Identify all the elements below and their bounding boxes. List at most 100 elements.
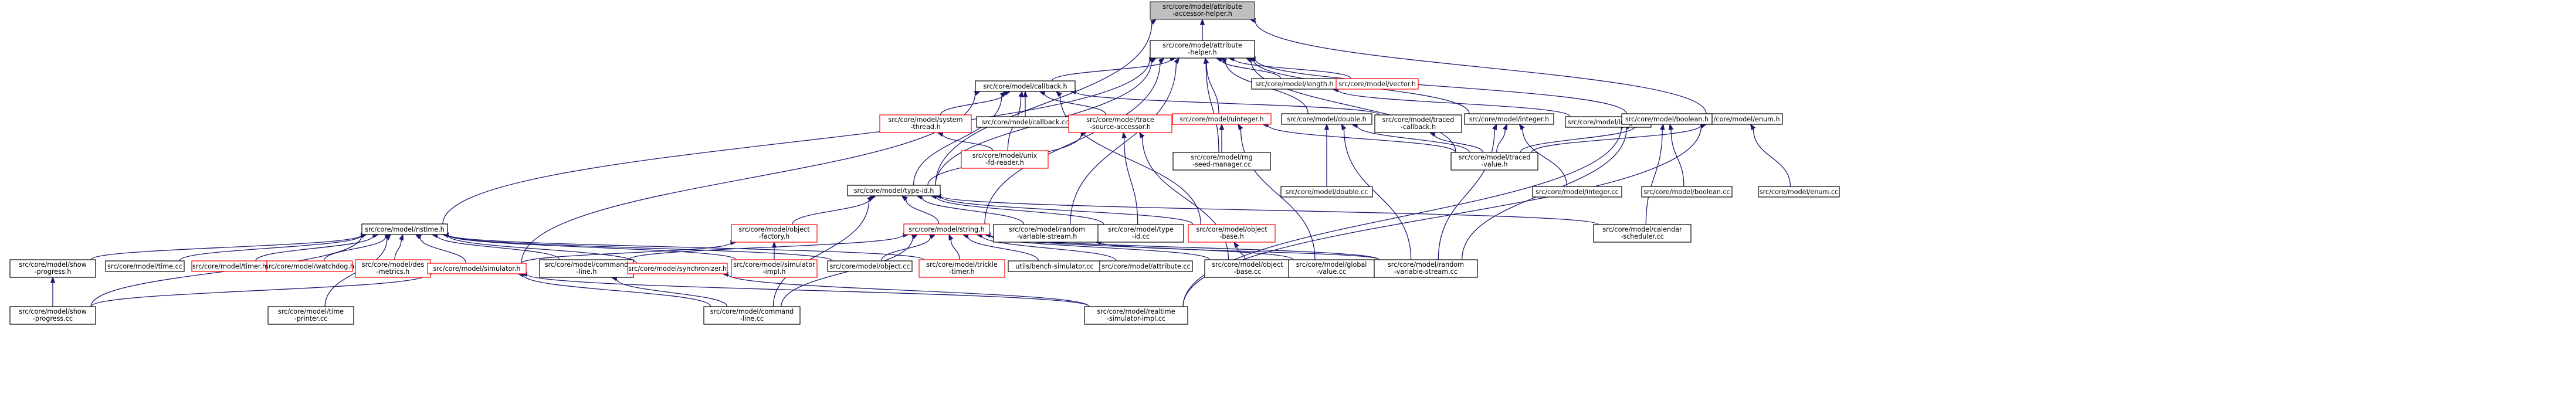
node-label-line: src/core/model/simulator.h: [433, 265, 520, 273]
arrowhead: [1199, 18, 1205, 25]
node-label-line: src/core/model/trickle: [926, 261, 998, 269]
node-box: [1188, 224, 1276, 243]
node-calendar-sched[interactable]: src/core/model/calendar-scheduler.cc: [1593, 224, 1692, 243]
arrowhead: [1138, 131, 1145, 139]
node-label-line: -printer.cc: [294, 315, 328, 322]
node-time-printer[interactable]: src/core/model/time-printer.cc: [267, 306, 354, 325]
node-command-line-cc[interactable]: src/core/model/command-line.cc: [703, 306, 801, 325]
node-length-h[interactable]: src/core/model/length.h: [1251, 78, 1338, 90]
node-realtime-impl[interactable]: src/core/model/realtime-simulator-impl.c…: [1084, 306, 1188, 325]
node-callback-cc[interactable]: src/core/model/callback.cc: [976, 116, 1075, 128]
node-rng-seed[interactable]: src/core/model/rng-seed-manager.cc: [1172, 152, 1271, 171]
node-type-id-cc[interactable]: src/core/model/type-id.cc: [1097, 224, 1184, 243]
edge-trickle-timer-to-nstime-h: [448, 234, 924, 260]
node-random-stream-cc[interactable]: src/core/model/random-variable-stream.cc: [1374, 259, 1478, 278]
node-object-base-h[interactable]: src/core/model/object-base.h: [1188, 224, 1276, 243]
edge-object-cc-to-string-h: [881, 236, 931, 261]
node-label-line: src/core/model/attribute: [1162, 3, 1242, 11]
node-label-line: -variable-stream.cc: [1394, 268, 1458, 276]
node-label-line: src/core/model/des: [362, 261, 425, 269]
node-label-line: -base.h: [1219, 233, 1243, 240]
arrowhead: [1700, 124, 1707, 129]
node-attribute-cc[interactable]: src/core/model/attribute.cc: [1099, 260, 1193, 272]
node-label-line: src/core/model/timer.h: [192, 263, 266, 270]
node-label-line: src/core/model/object: [1212, 261, 1283, 269]
node-label-line: -accessor-helper.h: [1172, 10, 1232, 18]
node-label-line: src/core/model/type-id.h: [854, 187, 934, 195]
node-callback-h[interactable]: src/core/model/callback.h: [975, 80, 1076, 92]
node-attrhelper[interactable]: src/core/model/attribute-helper.h: [1150, 40, 1255, 59]
node-unix-fd[interactable]: src/core/model/unix-fd-reader.h: [961, 150, 1049, 169]
edge-boolean-cc-to-boolean-h: [1670, 129, 1684, 187]
node-enum-cc[interactable]: src/core/model/enum.cc: [1758, 186, 1840, 198]
node-trace-source[interactable]: src/core/model/trace-source-accessor.h: [1068, 114, 1172, 133]
node-random-stream-h[interactable]: src/core/model/random-variable-stream.h: [993, 224, 1101, 243]
node-box: [993, 224, 1101, 243]
node-system-thread[interactable]: src/core/model/system-thread.h: [879, 114, 972, 133]
node-nstime-h[interactable]: src/core/model/nstime.h: [361, 223, 448, 235]
node-box: [1097, 224, 1184, 243]
node-double-h[interactable]: src/core/model/double.h: [1281, 113, 1372, 125]
arrowhead: [50, 276, 56, 283]
node-label-line: src/core/model/object: [738, 226, 810, 233]
node-vector-h[interactable]: src/core/model/vector.h: [1336, 78, 1419, 90]
node-simulator-h[interactable]: src/core/model/simulator.h: [427, 263, 527, 274]
edge-trickle-timer-to-string-h: [950, 239, 960, 260]
node-label-line: src/core/model/type: [1108, 226, 1174, 233]
arrowhead: [948, 233, 954, 241]
node-time-cc[interactable]: src/core/model/time.cc: [105, 260, 185, 272]
arrowhead: [1669, 123, 1674, 131]
edge-global-value-cc-to-uinteger-h: [1240, 128, 1316, 260]
node-string-h[interactable]: src/core/model/string.h: [903, 223, 990, 235]
node-global-value-cc[interactable]: src/core/model/global-value.cc: [1288, 259, 1375, 278]
edge-calendar-sched-to-type-id: [940, 195, 1599, 225]
node-label-line: src/core/model/random: [1009, 226, 1085, 233]
edge-boolean-h-to-attrhelper: [1255, 59, 1627, 114]
node-box: [703, 306, 801, 325]
node-uinteger-h[interactable]: src/core/model/uinteger.h: [1172, 113, 1272, 125]
node-boolean-cc[interactable]: src/core/model/boolean.cc: [1641, 186, 1733, 198]
node-command-line-h[interactable]: src/core/model/command-line.h: [539, 259, 634, 278]
arrowhead: [1204, 57, 1209, 64]
edge-traced-value-to-boolean-h: [1520, 125, 1636, 153]
node-enum-h[interactable]: src/core/model/enum.h: [1701, 113, 1783, 125]
node-synchronizer-h[interactable]: src/core/model/synchronizer.h: [627, 263, 728, 274]
node-simulator-impl[interactable]: src/core/model/simulator-impl.h: [731, 259, 818, 278]
node-timer-h[interactable]: src/core/model/timer.h: [191, 260, 267, 272]
node-show-progress-cc[interactable]: src/core/model/show-progress.cc: [9, 306, 96, 325]
arrowhead: [999, 91, 1006, 97]
node-box: [9, 306, 96, 325]
edge-string-h-to-attrhelper: [984, 62, 1161, 225]
node-box: [1288, 259, 1375, 278]
node-label-line: src/core/model/integer.cc: [1536, 188, 1619, 196]
node-traced-callback[interactable]: src/core/model/traced-callback.h: [1374, 114, 1462, 133]
node-show-progress-h[interactable]: src/core/model/show-progress.h: [9, 259, 96, 278]
node-object-base-cc[interactable]: src/core/model/object-base.cc: [1204, 259, 1291, 278]
node-label-line: -factory.h: [759, 233, 789, 240]
node-label-line: -source-accessor.h: [1090, 123, 1151, 131]
node-label-line: -fd-reader.h: [985, 159, 1023, 167]
node-object-factory[interactable]: src/core/model/object-factory.h: [731, 224, 818, 243]
edge-command-line-cc-to-string-h: [781, 237, 913, 307]
node-box: [267, 306, 354, 325]
node-watchdog-h[interactable]: src/core/model/watchdog.h: [265, 260, 354, 272]
arrowhead: [1341, 123, 1347, 131]
node-object-cc[interactable]: src/core/model/object.cc: [827, 260, 913, 272]
node-boolean-h[interactable]: src/core/model/boolean.h: [1621, 113, 1713, 125]
node-bench-sim[interactable]: utils/bench-simulator.cc: [1008, 260, 1101, 272]
node-integer-h[interactable]: src/core/model/integer.h: [1464, 113, 1554, 125]
node-type-id[interactable]: src/core/model/type-id.h: [847, 185, 941, 196]
node-label-line: src/core/model/show: [19, 308, 87, 315]
arrowhead: [771, 241, 777, 248]
node-trickle-timer[interactable]: src/core/model/trickle-timer.h: [918, 259, 1005, 278]
node-root[interactable]: src/core/model/attribute-accessor-helper…: [1150, 1, 1255, 20]
node-label-line: src/core/model/command: [710, 308, 794, 315]
node-label-line: -line.h: [577, 268, 597, 276]
node-label-line: src/core/model/enum.cc: [1760, 188, 1839, 196]
node-des-metrics[interactable]: src/core/model/des-metrics.h: [355, 259, 431, 278]
node-label-line: src/core/model/synchronizer.h: [628, 265, 727, 273]
node-double-cc[interactable]: src/core/model/double.cc: [1280, 186, 1373, 198]
node-integer-cc[interactable]: src/core/model/integer.cc: [1532, 186, 1622, 198]
node-traced-value[interactable]: src/core/model/traced-value.h: [1450, 152, 1538, 171]
